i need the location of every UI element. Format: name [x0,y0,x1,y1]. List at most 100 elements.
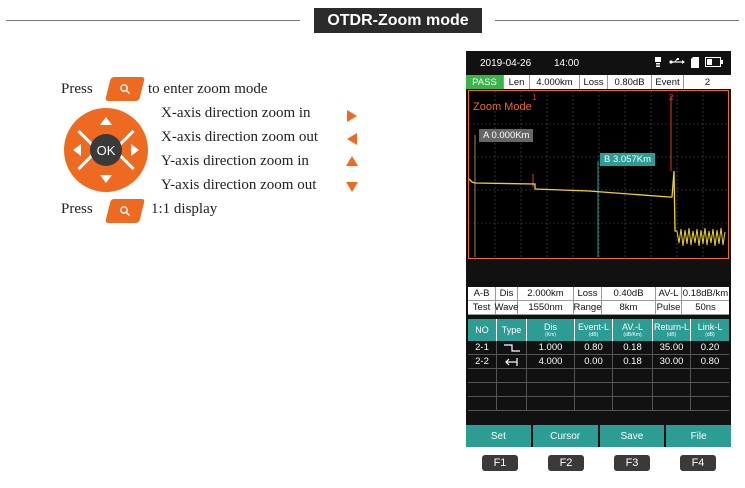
zoom-mode-label: Zoom Mode [473,101,532,113]
trace-plot[interactable]: Zoom Mode 1 2 A 0.000Km B 3.057Km [468,90,729,259]
dpad-left-icon [73,144,81,156]
device-screen: 2019-04-26 14:00 PASS Len 4.000km Loss 0… [466,51,731,447]
param-cell: 1550nm [518,301,574,314]
header-return-l: Return-L(dB) [653,319,691,341]
header-no: NO [468,319,497,341]
pass-badge: PASS [466,75,504,89]
loss-label: Loss [580,75,608,89]
param-cell: 0.40dB [602,287,656,300]
cell-return-l: 30.00 [653,355,691,368]
event-label: Event [652,75,684,89]
ok-button-icon: OK [90,134,122,166]
summary-bar: PASS Len 4.000km Loss 0.80dB Event 2 [466,75,731,89]
cell-dis: 4.000 [527,355,575,368]
cell-return-l: 35.00 [653,341,691,354]
one-to-one-label: 1:1 display [151,201,218,217]
page-title: OTDR-Zoom mode [314,8,482,33]
table-row[interactable]: 2-1 1.000 0.80 0.18 35.00 0.20 [468,341,729,355]
cursor-b-label: B 3.057Km [600,153,655,166]
cursor-softkey[interactable]: Cursor [532,425,598,447]
cell-av-l: 0.18 [613,355,653,368]
table-row [468,397,729,411]
save-softkey[interactable]: Save [599,425,665,447]
param-cell: A-B [468,287,496,300]
cell-av-l: 0.18 [613,341,653,354]
param-cell: 50ns [695,302,716,313]
header-type: Type [497,319,527,341]
event-2-number: 2 [669,93,674,102]
right-arrow-icon [347,110,357,122]
press-label-1: Press [61,81,93,97]
y-zoom-in-label: Y-axis direction zoom in [161,153,309,169]
f1-button[interactable]: F1 [482,455,518,471]
x-zoom-in-label: X-axis direction zoom in [161,105,311,121]
y-zoom-out-label: Y-axis direction zoom out [161,177,317,193]
cell-dis: 1.000 [527,341,575,354]
event-table: NO Type Dis(Km) Event-L(dB) AV.-L(dB/Km)… [468,319,729,411]
title-rule-left [6,20,300,21]
left-arrow-icon [347,133,357,145]
down-arrow-icon [346,182,358,192]
cursor-a-label: A 0.000Km [479,129,534,142]
param-cell: 2.000km [518,287,574,300]
status-date: 2019-04-26 [480,58,532,69]
title-rule-right [495,20,739,21]
one-to-one-key-icon [105,199,145,223]
parameter-table: A-B Dis 2.000km Loss 0.40dB AV-L 0.18dB/… [468,287,729,315]
status-time: 14:00 [554,58,580,69]
param-cell: Range [573,301,602,314]
dpad-down-icon [100,175,112,183]
param-cell: 8km [602,301,656,314]
set-softkey[interactable]: Set [466,425,531,447]
event-1-number: 1 [532,93,537,102]
header-dis: Dis(Km) [527,319,575,341]
param-cell: Test [468,301,496,314]
trace-line [469,170,677,232]
softkey-bar: Set Cursor Save File [466,425,731,447]
f4-button[interactable]: F4 [680,455,716,471]
noise-floor [676,227,726,247]
f2-button[interactable]: F2 [548,455,584,471]
up-arrow-icon [346,156,358,166]
param-cell: Dis [496,287,518,300]
trace-grid [469,91,727,257]
param-cell: Wave [494,301,519,314]
param-cell: Loss [574,287,602,300]
header-link-l: Link-L(dB) [697,321,723,338]
param-cell: Pulse [656,301,682,314]
header-av-l: AV.-L(dB/Km) [613,319,653,341]
cell-event-l: 0.80 [575,341,613,354]
param-cell: AV-L [656,287,682,300]
reflective-event-icon [497,341,527,354]
f3-button[interactable]: F3 [614,455,650,471]
dpad-right-icon [131,144,139,156]
table-row [468,369,729,383]
cell-link-l: 0.80 [700,356,720,367]
search-icon [120,206,131,217]
cell-no: 2-2 [468,355,497,368]
dpad-icon: OK [64,108,148,192]
zoom-key-icon [105,77,145,101]
table-row [468,383,729,397]
search-icon [120,84,131,95]
header-event-l: Event-L(dB) [575,319,613,341]
dpad-up-icon [100,117,112,125]
loss-value: 0.80dB [608,75,652,89]
usb-icon [669,58,685,64]
enter-zoom-label: to enter zoom mode [148,81,268,97]
param-cell: 0.18dB/km [682,288,729,299]
light-icon [655,57,661,67]
file-softkey[interactable]: File [666,425,731,447]
end-event-icon [497,355,527,368]
cell-event-l: 0.00 [575,355,613,368]
battery-icon [705,57,723,67]
event-value: 2 [704,76,711,88]
event-table-header: NO Type Dis(Km) Event-L(dB) AV.-L(dB/Km)… [468,319,729,341]
table-row[interactable]: 2-2 4.000 0.00 0.18 30.00 0.80 [468,355,729,369]
cell-link-l: 0.20 [700,342,720,353]
cell-no: 2-1 [468,341,497,354]
sd-card-icon [691,56,699,68]
len-label: Len [504,75,530,89]
len-value: 4.000km [530,75,580,89]
status-bar: 2019-04-26 14:00 [466,51,731,75]
